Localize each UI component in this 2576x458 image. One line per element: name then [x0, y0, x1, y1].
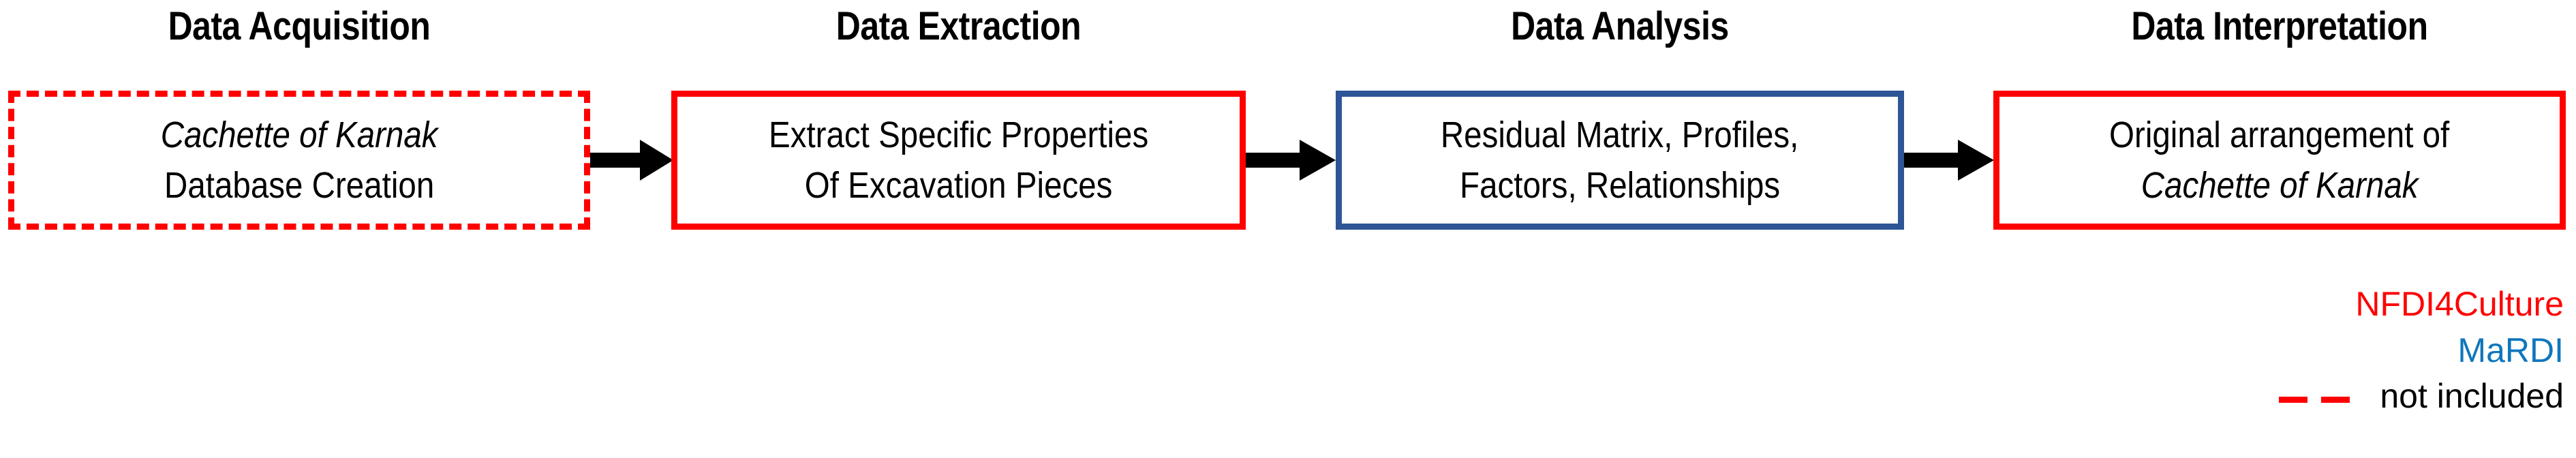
- legend-label-nfdi4culture: NFDI4Culture: [2355, 284, 2564, 323]
- stage-box-data-acquisition[interactable]: Cachette of Karnak Database Creation: [8, 91, 590, 230]
- stage-title-data-interpretation: Data Interpretation: [2131, 4, 2428, 48]
- arrow-extraction-to-analysis: [1246, 140, 1336, 181]
- stage-box-line: Of Excavation Pieces: [804, 165, 1113, 206]
- stage-box-data-interpretation[interactable]: Original arrangement of Cachette of Karn…: [1993, 91, 2566, 230]
- arrow-acquisition-to-extraction: [590, 140, 673, 181]
- stage-box-line: Cachette of Karnak: [2141, 165, 2419, 206]
- legend-item-nfdi4culture: NFDI4Culture: [2209, 279, 2564, 326]
- stage-box-line: Database Creation: [164, 165, 435, 206]
- legend-label-not-included: not included: [2380, 377, 2564, 416]
- legend-label-mardi: MaRDI: [2457, 331, 2564, 369]
- dashed-line-icon: [2279, 371, 2359, 415]
- stage-box-line: Factors, Relationships: [1459, 165, 1781, 206]
- arrow-analysis-to-interpretation: [1904, 140, 1994, 181]
- legend-item-mardi: MaRDI: [2209, 326, 2564, 372]
- stage-box-line: Residual Matrix, Profiles,: [1441, 114, 1799, 155]
- stage-title-data-acquisition: Data Acquisition: [168, 4, 431, 48]
- legend-item-not-included: not included: [2209, 372, 2564, 418]
- stage-box-data-analysis[interactable]: Residual Matrix, Profiles, Factors, Rela…: [1336, 91, 1904, 230]
- stage-box-line: Extract Specific Properties: [768, 114, 1149, 155]
- stage-title-data-extraction: Data Extraction: [835, 4, 1082, 48]
- stage-box-line: Cachette of Karnak: [160, 114, 438, 155]
- legend: NFDI4Culture MaRDI not included: [2209, 279, 2564, 418]
- stage-box-line: Original arrangement of: [2109, 114, 2450, 155]
- stage-box-data-extraction[interactable]: Extract Specific Properties Of Excavatio…: [671, 91, 1246, 230]
- stage-title-data-analysis: Data Analysis: [1511, 4, 1729, 48]
